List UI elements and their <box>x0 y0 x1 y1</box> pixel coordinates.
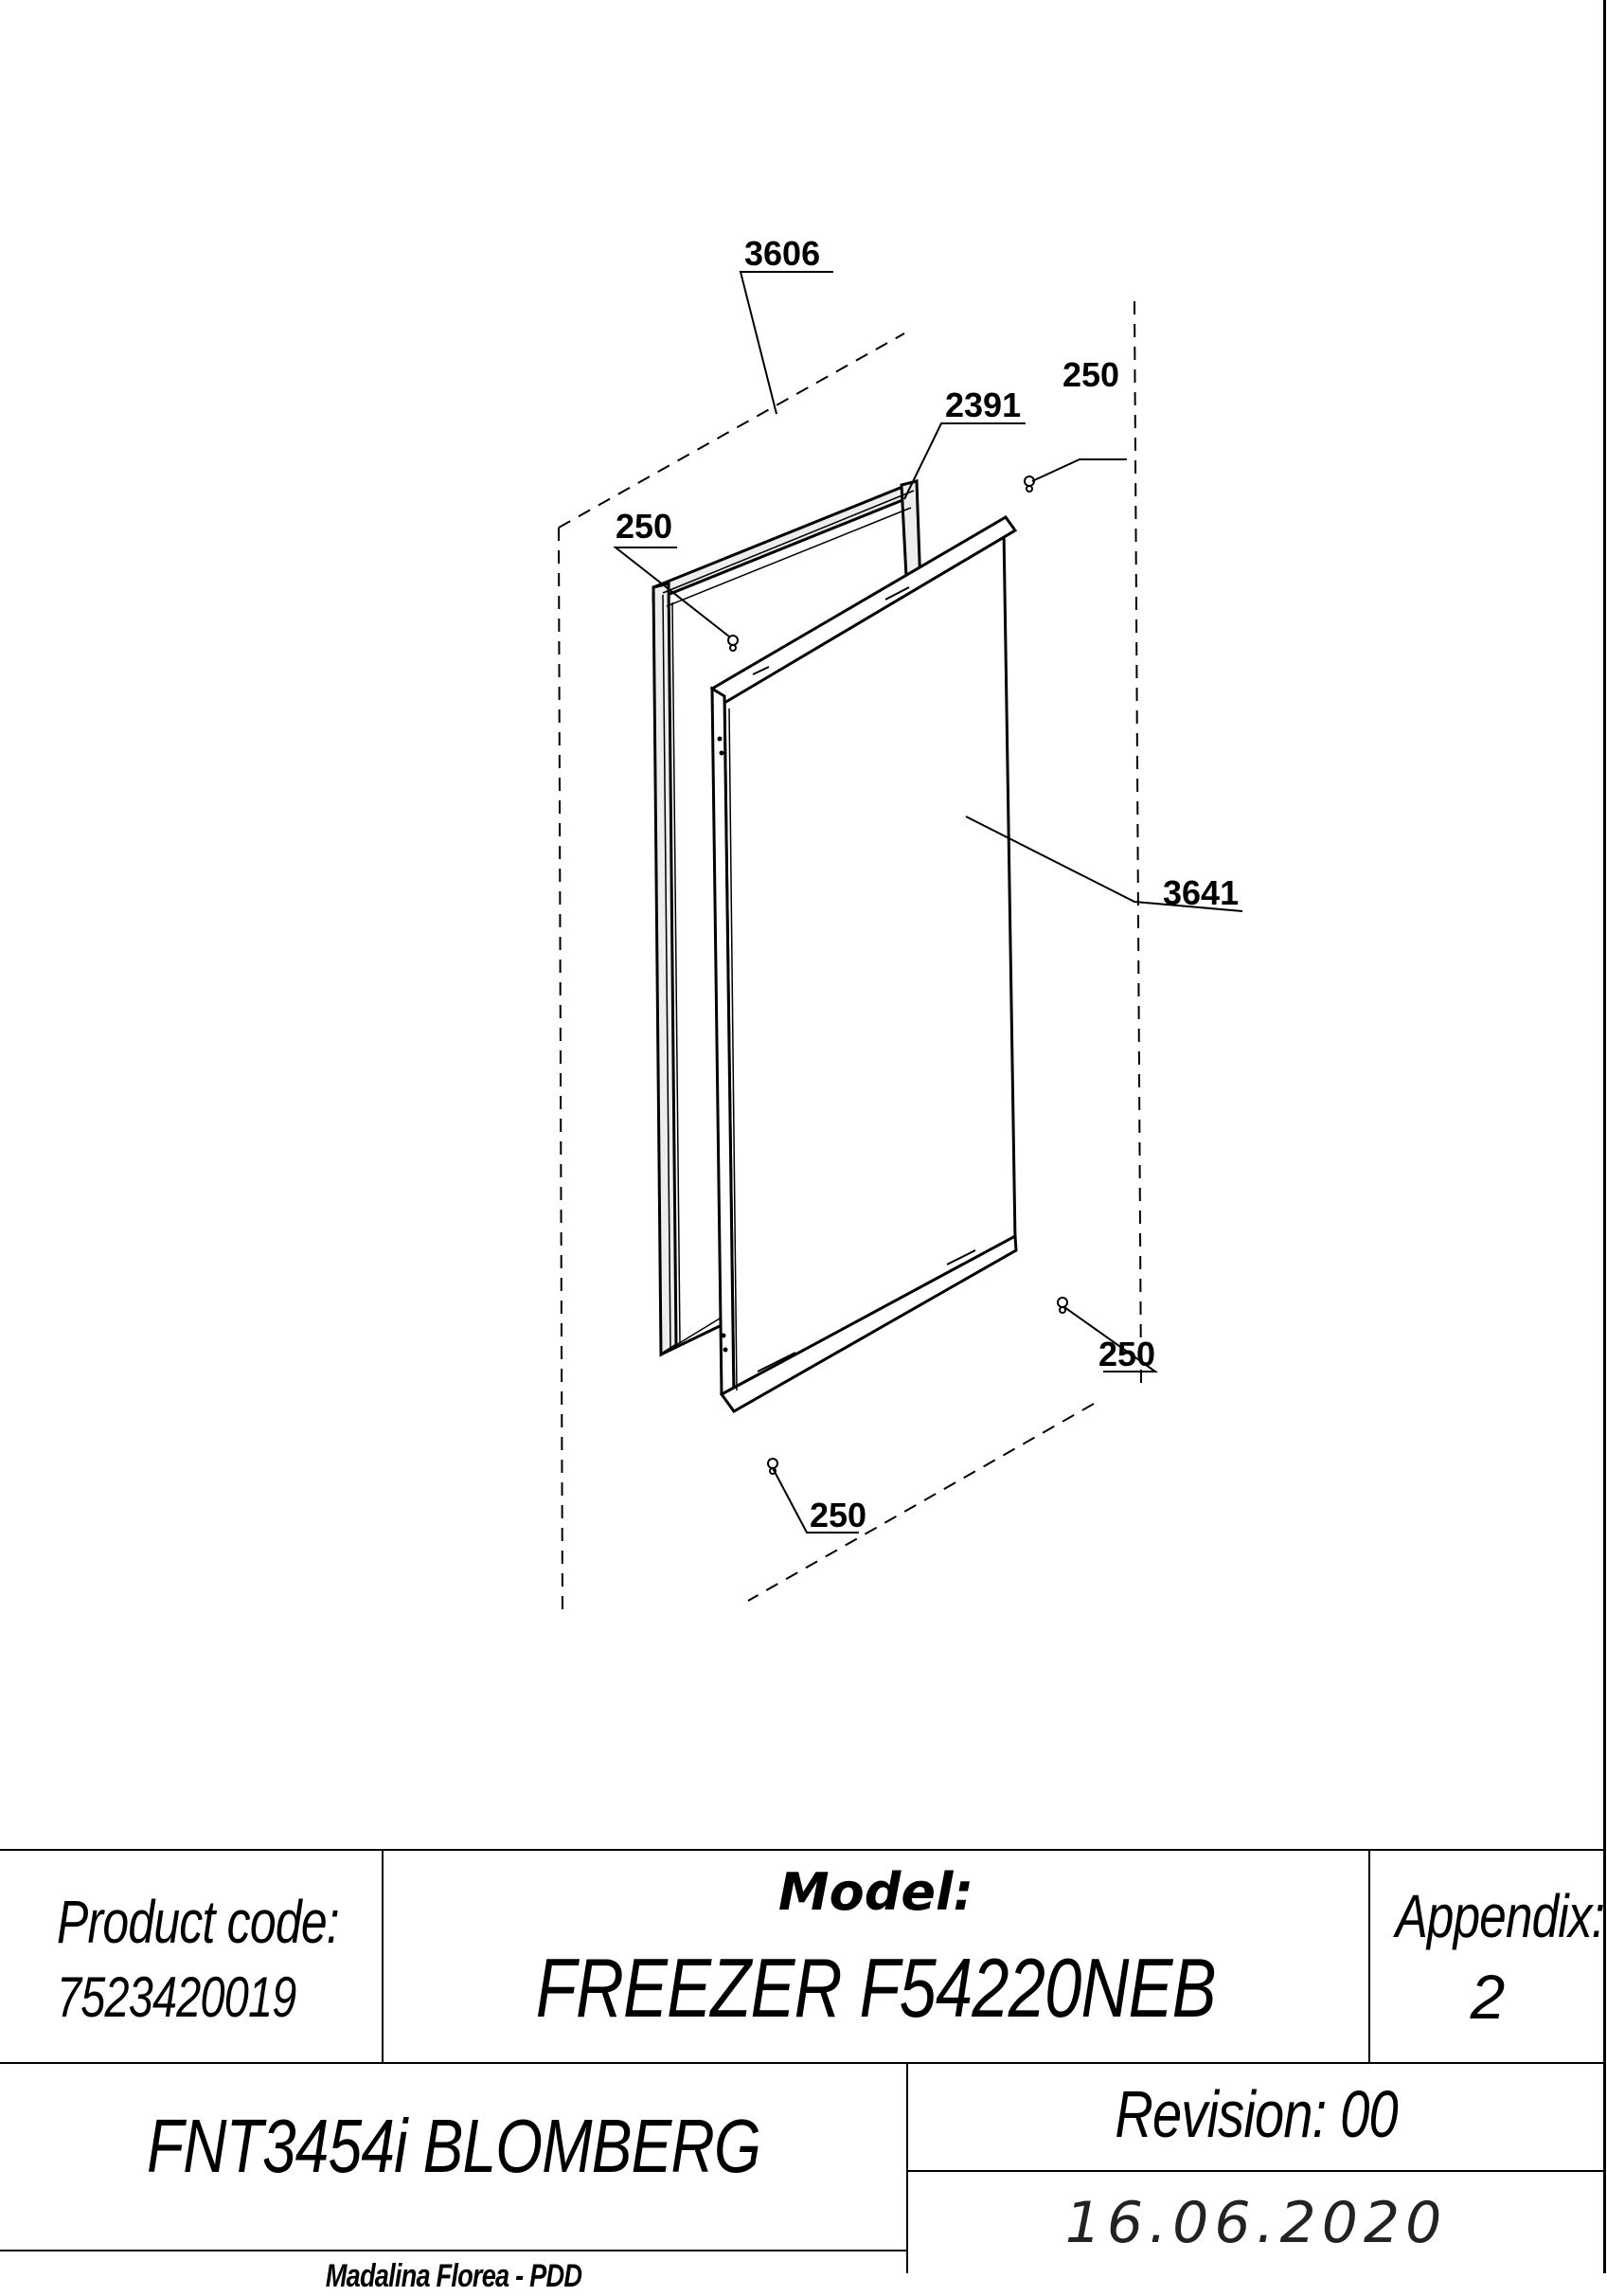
callout-250-bottom-right: 250 <box>1098 1335 1155 1373</box>
screw-icon <box>727 635 739 652</box>
revision-date: 16.06.2020 <box>1064 2190 1448 2256</box>
screw-icon <box>1057 1297 1068 1314</box>
title-block-grid <box>0 1849 1605 2273</box>
brand-model: FNT3454i BLOMBERG <box>147 2104 761 2188</box>
model-label: Model: <box>777 1862 974 1922</box>
author: Madalina Florea - PDD <box>325 2258 582 2294</box>
title-block: Product code: 7523420019 Model: FREEZER … <box>0 1849 1607 2294</box>
callout-250-top-left: 250 <box>616 507 672 546</box>
product-code-value: 7523420019 <box>57 1965 296 2029</box>
door-panel <box>709 515 1018 1413</box>
appendix-label: Appendix: <box>1395 1882 1605 1950</box>
product-code-label: Product code: <box>57 1888 340 1956</box>
sheet-border <box>1603 0 1606 2273</box>
screw-icon <box>767 1458 778 1475</box>
screw-icon <box>1024 475 1035 493</box>
callout-3606: 3606 <box>744 234 820 273</box>
dashed-envelope <box>558 300 1142 1618</box>
callout-250-top-right: 250 <box>1062 355 1119 394</box>
leader-lines <box>613 271 1243 1534</box>
callout-2391: 2391 <box>945 386 1021 424</box>
callout-250-bottom-left: 250 <box>810 1496 866 1534</box>
gasket-frame <box>652 478 922 1357</box>
appendix-value: 2 <box>1470 1962 1506 2032</box>
callout-3641: 3641 <box>1163 873 1239 912</box>
revision: Revision: 00 <box>1115 2077 1398 2151</box>
model-value: FREEZER F54220NEB <box>535 1941 1217 2035</box>
